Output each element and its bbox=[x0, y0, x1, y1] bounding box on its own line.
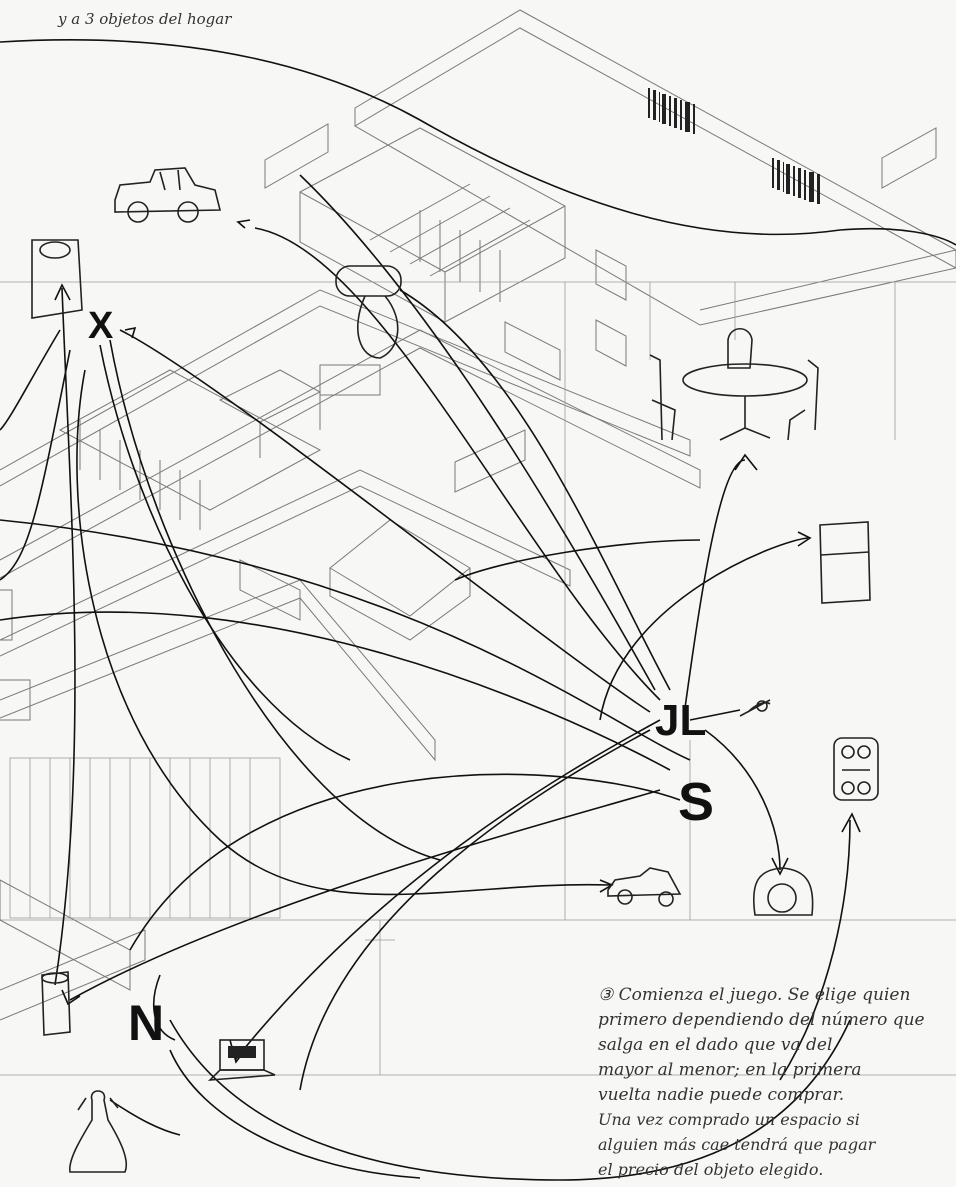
trash-bin-icon bbox=[32, 240, 82, 318]
rules-line-6: Una vez comprado un espacio si bbox=[598, 1110, 860, 1129]
barcode-texture-2 bbox=[772, 158, 820, 204]
laptop-icon bbox=[210, 1040, 275, 1080]
toy-car-icon bbox=[608, 868, 680, 906]
s-marker: S bbox=[678, 772, 714, 832]
stove-icon bbox=[834, 738, 878, 800]
board-boundary-curve bbox=[0, 40, 956, 245]
dress-icon bbox=[70, 1091, 127, 1172]
car-icon bbox=[115, 168, 220, 222]
refrigerator-icon bbox=[820, 522, 870, 603]
rules-line-4: mayor al menor; en la primera bbox=[598, 1060, 862, 1080]
rules-line-1: ③ Comienza el juego. Se elige quien bbox=[598, 985, 910, 1005]
x-marker: X bbox=[88, 305, 114, 347]
glasses-icon bbox=[740, 700, 770, 716]
rules-line-7: alguien más cae tendrá que pagar bbox=[598, 1135, 877, 1154]
dining-set-icon bbox=[650, 329, 818, 440]
rules-note: ③ Comienza el juego. Se elige quien prim… bbox=[598, 985, 925, 1179]
jl-marker: JL bbox=[655, 696, 706, 745]
rules-line-2: primero dependiendo del número que bbox=[598, 1010, 925, 1030]
washing-machine-icon bbox=[754, 868, 813, 915]
rules-line-8: el precio del objeto elegido. bbox=[598, 1160, 823, 1179]
rules-line-5: vuelta nadie puede comprar. bbox=[598, 1085, 844, 1105]
rules-line-3: salga en el dado que va del bbox=[598, 1035, 832, 1055]
top-note: y a 3 objetos del hogar bbox=[57, 10, 232, 28]
n-marker: N bbox=[128, 995, 164, 1051]
